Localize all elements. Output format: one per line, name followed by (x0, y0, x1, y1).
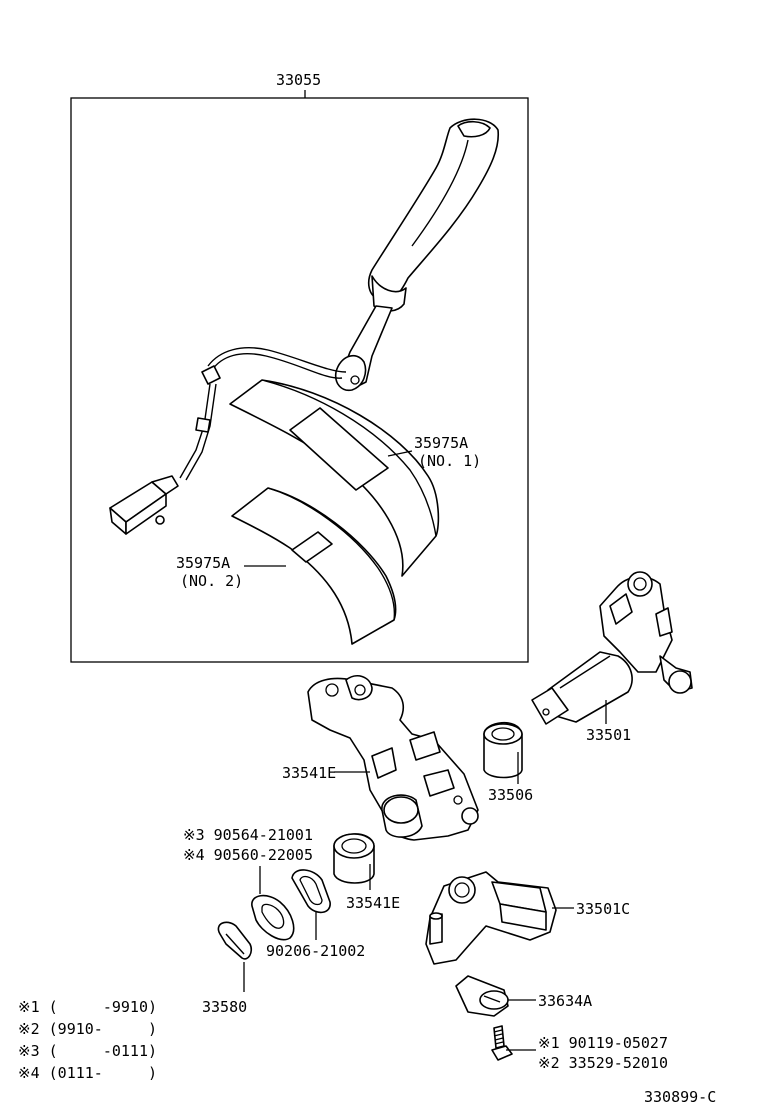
part-33541e-lower-drawing (333, 833, 375, 884)
callout-33634a: 33634A (538, 992, 592, 1010)
callout-35975a-no2: 35975A (176, 554, 230, 572)
callout-33529: ※2 33529-52010 (538, 1054, 668, 1072)
part-33506-drawing (307, 675, 479, 841)
note-2: ※2 (9910- ) (18, 1020, 157, 1038)
callout-33501c: 33580 (202, 998, 247, 1016)
washer-drawing (251, 894, 295, 941)
bolt-drawing (491, 1025, 513, 1061)
callout-35975a-no2-sub: (NO. 2) (180, 572, 243, 590)
callout-90206: 90206-21002 (266, 942, 365, 960)
callout-90564: ※3 90564-21001 (183, 826, 313, 844)
part-33501-drawing (531, 571, 693, 725)
callout-35975a-no1-sub: (NO. 1) (418, 452, 481, 470)
note-4: ※4 (0111- ) (18, 1064, 157, 1082)
callout-33506: 33541E (282, 764, 336, 782)
note-1: ※1 ( -9910) (18, 998, 157, 1016)
callout-90119: ※1 90119-05027 (538, 1034, 668, 1052)
plate-washer-drawing (291, 869, 331, 914)
callout-33541e-a: 33506 (488, 786, 533, 804)
plate-35975a-no2-drawing (231, 487, 397, 645)
note-3: ※3 ( -0111) (18, 1042, 157, 1060)
assembly-number: 33055 (276, 71, 321, 89)
part-33501c-drawing (217, 921, 253, 960)
assembly-box (70, 97, 529, 663)
part-33541e-upper-drawing (483, 721, 523, 779)
shift-lever-drawing (109, 118, 500, 535)
callout-33501: 33501 (586, 726, 631, 744)
part-33580-drawing (425, 871, 557, 965)
callout-33541e-b: 33541E (346, 894, 400, 912)
callout-90560: ※4 90560-22005 (183, 846, 313, 864)
figure-code: 330899-C (644, 1088, 716, 1106)
part-33634a-drawing (455, 975, 509, 1017)
callout-35975a-no1: 35975A (414, 434, 468, 452)
callout-33580: 33501C (576, 900, 630, 918)
plate-35975a-no1-drawing (229, 379, 440, 577)
